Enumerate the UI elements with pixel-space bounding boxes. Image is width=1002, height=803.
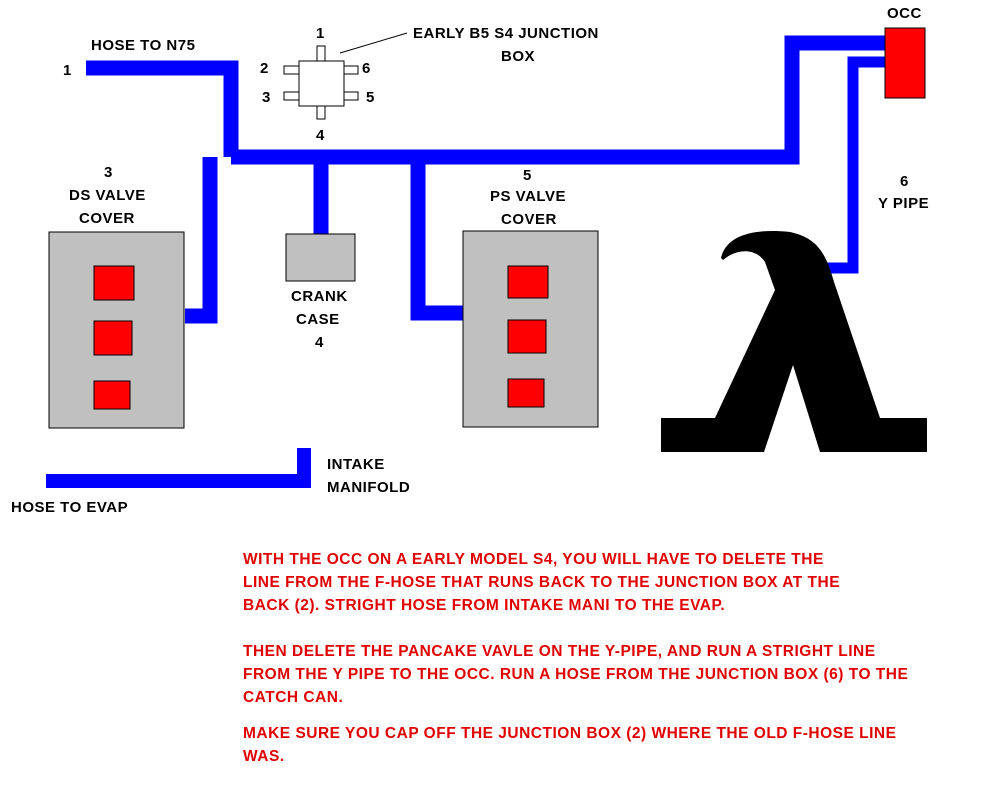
crank-case-label-line2: CASE bbox=[296, 311, 340, 328]
junction-port-4 bbox=[316, 105, 326, 120]
note-line: BACK (2). STRIGHT HOSE FROM INTAKE MANI … bbox=[243, 597, 726, 614]
hose-network bbox=[46, 35, 887, 488]
ds-valve-cover bbox=[48, 231, 185, 429]
ds-port-2 bbox=[93, 320, 133, 356]
note-line: FROM THE Y PIPE TO THE OCC. RUN A HOSE F… bbox=[243, 666, 909, 683]
main-hose bbox=[231, 35, 887, 165]
ds-valve-cover-label-line2: COVER bbox=[79, 210, 135, 227]
ps-port-1 bbox=[507, 265, 549, 299]
hose-y-pipe bbox=[818, 56, 885, 274]
note-line: LINE FROM THE F-HOSE THAT RUNS BACK TO T… bbox=[243, 574, 841, 591]
note-line: WAS. bbox=[243, 748, 285, 765]
note-line: CATCH CAN. bbox=[243, 689, 344, 706]
note-line: THEN DELETE THE PANCAKE VAVLE ON THE Y-P… bbox=[243, 643, 876, 660]
ps-port-3 bbox=[507, 378, 545, 408]
junction-port-6-label: 6 bbox=[362, 60, 371, 77]
ps-valve-cover-label-line2: COVER bbox=[501, 211, 557, 228]
hose-n75-label: HOSE TO N75 bbox=[91, 37, 196, 54]
note-3: MAKE SURE YOU CAP OFF THE JUNCTION BOX (… bbox=[243, 722, 896, 768]
crank-case-number: 4 bbox=[315, 334, 324, 351]
hose-to-evap bbox=[46, 448, 311, 488]
junction-box bbox=[283, 32, 408, 120]
hose-evap-label: HOSE TO EVAP bbox=[11, 499, 129, 516]
y-pipe-number: 6 bbox=[900, 173, 909, 190]
junction-port-6 bbox=[343, 65, 359, 75]
hose-to-n75 bbox=[86, 60, 239, 157]
occ-label: OCC bbox=[887, 5, 922, 22]
junction-port-2-label: 2 bbox=[260, 60, 269, 77]
hose-n75-number: 1 bbox=[63, 62, 72, 79]
ps-valve-cover bbox=[462, 230, 599, 428]
junction-box-title-line2: BOX bbox=[501, 48, 536, 65]
lambda-symbol-icon bbox=[661, 231, 927, 452]
note-line: WITH THE OCC ON A EARLY MODEL S4, YOU WI… bbox=[243, 551, 824, 568]
junction-port-2 bbox=[283, 65, 300, 75]
intake-manifold-label-line1: INTAKE bbox=[327, 456, 385, 473]
hose-ds-valve-cover bbox=[185, 157, 218, 324]
ps-port-2 bbox=[507, 319, 547, 354]
ds-valve-cover-label-line1: DS VALVE bbox=[69, 187, 146, 204]
junction-port-5 bbox=[343, 91, 359, 101]
note-1: WITH THE OCC ON A EARLY MODEL S4, YOU WI… bbox=[243, 548, 840, 617]
occ-can bbox=[884, 27, 926, 99]
junction-box-title-line1: EARLY B5 S4 JUNCTION bbox=[413, 25, 599, 42]
note-line: MAKE SURE YOU CAP OFF THE JUNCTION BOX (… bbox=[243, 725, 897, 742]
junction-callout-line bbox=[339, 32, 408, 54]
ds-valve-cover-number: 3 bbox=[104, 164, 113, 181]
ds-port-1 bbox=[93, 265, 135, 301]
ds-port-3 bbox=[93, 380, 131, 410]
junction-box-body bbox=[298, 60, 345, 107]
junction-port-5-label: 5 bbox=[366, 89, 375, 106]
y-pipe-label: Y PIPE bbox=[878, 195, 930, 212]
note-2: THEN DELETE THE PANCAKE VAVLE ON THE Y-P… bbox=[243, 640, 908, 709]
junction-port-4-label: 4 bbox=[316, 127, 325, 144]
crank-case-label-line1: CRANK bbox=[291, 288, 348, 305]
junction-port-1 bbox=[316, 45, 326, 62]
junction-port-3-label: 3 bbox=[262, 89, 271, 106]
intake-manifold-label-line2: MANIFOLD bbox=[327, 479, 411, 496]
ps-valve-cover-label-line1: PS VALVE bbox=[490, 188, 566, 205]
ps-valve-cover-number: 5 bbox=[523, 167, 532, 184]
junction-port-3 bbox=[283, 91, 300, 101]
hose-ps-valve-cover bbox=[410, 157, 464, 321]
crank-case bbox=[285, 233, 356, 282]
junction-port-1-label: 1 bbox=[316, 25, 325, 42]
